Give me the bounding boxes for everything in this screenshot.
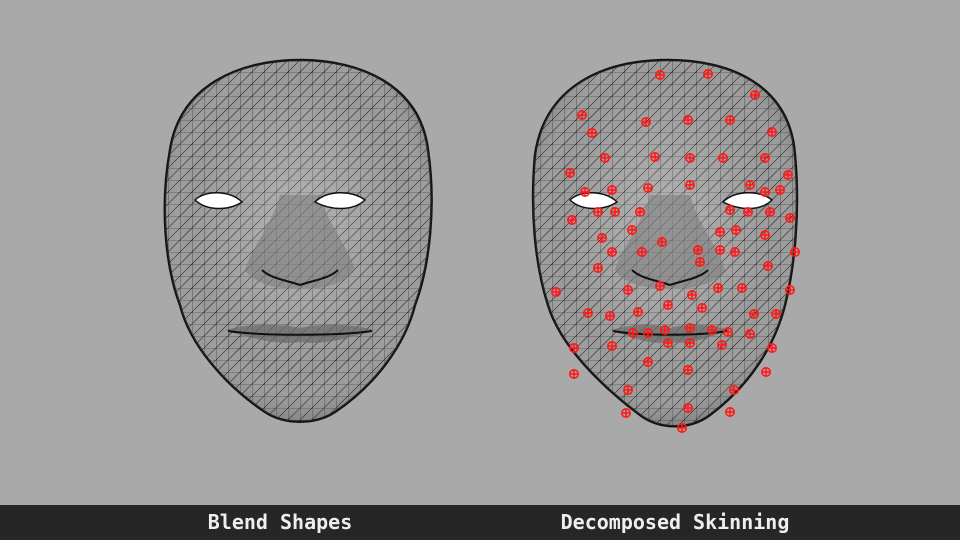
crosshair-circle-icon [582,307,593,318]
crosshair-circle-icon [550,286,561,297]
crosshair-circle-icon [636,247,647,258]
crosshair-circle-icon [568,342,579,353]
crosshair-circle-icon [784,213,795,224]
crosshair-circle-icon [606,247,617,258]
caption-blend-shapes: Blend Shapes [207,510,353,534]
crosshair-circle-icon [592,207,603,218]
crosshair-circle-icon [622,284,633,295]
crosshair-circle-icon [642,183,653,194]
crosshair-circle-icon [759,153,770,164]
crosshair-circle-icon [632,306,643,317]
crosshair-circle-icon [627,327,638,338]
crosshair-circle-icon [717,153,728,164]
crosshair-circle-icon [759,187,770,198]
crosshair-circle-icon [564,168,575,179]
crosshair-circle-icon [712,282,723,293]
crosshair-circle-icon [714,245,725,256]
crosshair-circle-icon [744,328,755,339]
crosshair-circle-icon [654,280,665,291]
right-eye-hole [313,192,367,210]
crosshair-circle-icon [692,245,703,256]
crosshair-circle-icon [604,310,615,321]
crosshair-circle-icon [714,227,725,238]
crosshair-circle-icon [586,128,597,139]
caption-bar: Blend Shapes Decomposed Skinning [0,505,960,540]
crosshair-circle-icon [696,302,707,313]
crosshair-circle-icon [736,282,747,293]
crosshair-circle-icon [782,170,793,181]
crosshair-circle-icon [766,342,777,353]
crosshair-circle-icon [724,205,735,216]
crosshair-circle-icon [642,327,653,338]
skinning-joint-markers [550,69,800,433]
crosshair-circle-icon [684,180,695,191]
crosshair-circle-icon [682,402,693,413]
crosshair-circle-icon [784,284,795,295]
crosshair-circle-icon [730,225,741,236]
crosshair-circle-icon [742,207,753,218]
crosshair-circle-icon [599,153,610,164]
crosshair-circle-icon [744,180,755,191]
crosshair-circle-icon [686,289,697,300]
crosshair-circle-icon [694,256,705,267]
caption-decomposed-skinning: Decomposed Skinning [560,510,790,534]
crosshair-circle-icon [606,185,617,196]
crosshair-circle-icon [609,207,620,218]
crosshair-circle-icon [568,368,579,379]
crosshair-circle-icon [640,117,651,128]
crosshair-circle-icon [634,207,645,218]
crosshair-circle-icon [626,225,637,236]
crosshair-circle-icon [724,115,735,126]
crosshair-circle-icon [592,262,603,273]
crosshair-circle-icon [682,364,693,375]
crosshair-circle-icon [759,230,770,241]
crosshair-circle-icon [656,237,667,248]
crosshair-circle-icon [684,153,695,164]
crosshair-circle-icon [748,308,759,319]
crosshair-circle-icon [684,322,695,333]
crosshair-circle-icon [762,260,773,271]
crosshair-circle-icon [789,247,800,258]
crosshair-circle-icon [596,233,607,244]
crosshair-circle-icon [676,422,687,433]
crosshair-circle-icon [642,356,653,367]
crosshair-circle-icon [770,308,781,319]
crosshair-circle-icon [649,152,660,163]
decomposed-skinning-face-mesh [531,58,800,433]
crosshair-circle-icon [684,337,695,348]
crosshair-circle-icon [702,69,713,80]
render-viewport [163,58,800,433]
crosshair-circle-icon [722,326,733,337]
crosshair-circle-icon [662,337,673,348]
crosshair-circle-icon [766,127,777,138]
crosshair-circle-icon [662,299,673,310]
crosshair-circle-icon [654,70,665,81]
crosshair-circle-icon [724,406,735,417]
crosshair-circle-icon [760,366,771,377]
crosshair-circle-icon [749,90,760,101]
crosshair-circle-icon [576,110,587,121]
left-eye-hole [193,192,244,210]
crosshair-circle-icon [606,340,617,351]
crosshair-circle-icon [579,187,590,198]
crosshair-circle-icon [728,384,739,395]
crosshair-circle-icon [729,247,740,258]
crosshair-circle-icon [659,324,670,335]
crosshair-circle-icon [622,384,633,395]
crosshair-circle-icon [682,115,693,126]
crosshair-circle-icon [620,407,631,418]
crosshair-circle-icon [764,207,775,218]
blend-shapes-face-mesh [163,58,433,423]
crosshair-circle-icon [716,339,727,350]
crosshair-circle-icon [706,324,717,335]
crosshair-circle-icon [566,215,577,226]
crosshair-circle-icon [774,185,785,196]
